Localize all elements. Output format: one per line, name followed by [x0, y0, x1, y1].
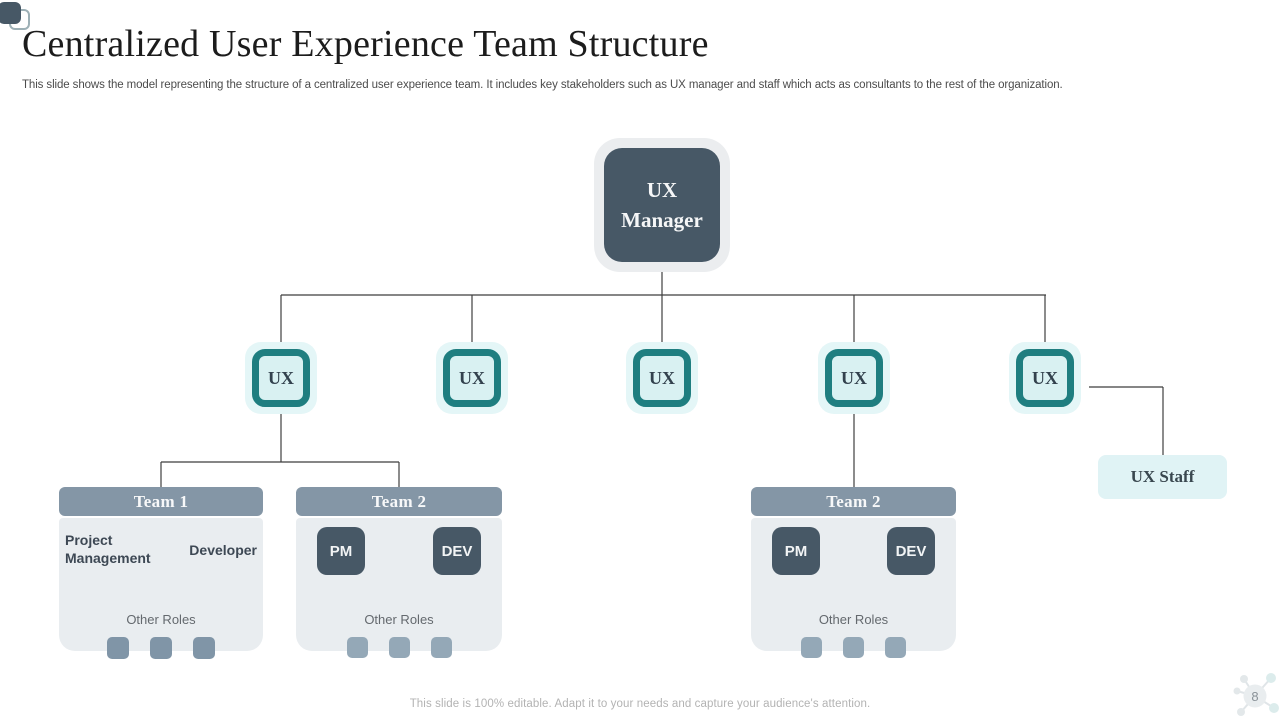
- role-label-developer: Developer: [189, 541, 257, 558]
- other-roles-label: Other Roles: [364, 612, 434, 627]
- team-card-body: Project Management Developer Other Roles: [59, 518, 263, 659]
- role-placeholder-square: [885, 637, 906, 658]
- ux-manager-node: UX Manager: [594, 138, 730, 272]
- dev-badge: DEV: [887, 527, 935, 575]
- ux-manager-label: UX Manager: [604, 148, 720, 262]
- overlapping-squares-icon: [0, 0, 40, 40]
- filled-square-shape: [0, 2, 21, 24]
- ux-node-3: UX: [626, 342, 698, 414]
- team-card-header: Team 2: [296, 487, 502, 516]
- footer-note: This slide is 100% editable. Adapt it to…: [409, 698, 871, 710]
- team-card-body: PM DEV Other Roles: [296, 518, 502, 658]
- ux-node-2: UX: [436, 342, 508, 414]
- pm-badge: PM: [317, 527, 365, 575]
- team-card-1: Team 1 Project Management Developer Othe…: [59, 487, 263, 659]
- role-placeholder-square: [430, 637, 452, 658]
- role-placeholder-square: [150, 637, 172, 659]
- dev-badge: DEV: [433, 527, 481, 575]
- ux-node-label: UX: [825, 349, 883, 407]
- role-placeholder-square: [843, 637, 864, 658]
- other-roles-label: Other Roles: [818, 612, 889, 627]
- role-placeholder-square: [107, 637, 129, 659]
- role-placeholder-row: [59, 637, 263, 659]
- role-placeholder-square: [346, 637, 368, 658]
- role-placeholder-square: [801, 637, 822, 658]
- ux-staff-label: UX Staff: [1130, 467, 1195, 486]
- molecule-decoration: 8: [1233, 673, 1279, 716]
- other-roles-label: Other Roles: [126, 612, 196, 627]
- team-card-body: PM DEV Other Roles: [751, 518, 956, 658]
- role-placeholder-row: [751, 637, 956, 658]
- team-card-header: Team 1: [59, 487, 263, 516]
- role-placeholder-square: [193, 637, 215, 659]
- role-placeholder-square: [388, 637, 410, 658]
- ux-node-label: UX: [1016, 349, 1074, 407]
- ux-node-4: UX: [818, 342, 890, 414]
- team-card-2: Team 2 PM DEV Other Roles: [296, 487, 502, 658]
- role-placeholder-row: [296, 637, 502, 658]
- ux-node-label: UX: [443, 349, 501, 407]
- page-title: Centralized User Experience Team Structu…: [22, 23, 709, 65]
- ux-node-5: UX: [1009, 342, 1081, 414]
- page-subtitle: This slide shows the model representing …: [22, 79, 1063, 91]
- role-label-project-management: Project Management: [65, 532, 151, 566]
- ux-node-label: UX: [252, 349, 310, 407]
- ux-staff-node: UX Staff: [1098, 455, 1227, 499]
- page-number: 8: [1251, 689, 1258, 704]
- pm-badge: PM: [772, 527, 820, 575]
- team-card-3: Team 2 PM DEV Other Roles: [751, 487, 956, 658]
- team-card-header: Team 2: [751, 487, 956, 516]
- ux-node-label: UX: [633, 349, 691, 407]
- ux-node-1: UX: [245, 342, 317, 414]
